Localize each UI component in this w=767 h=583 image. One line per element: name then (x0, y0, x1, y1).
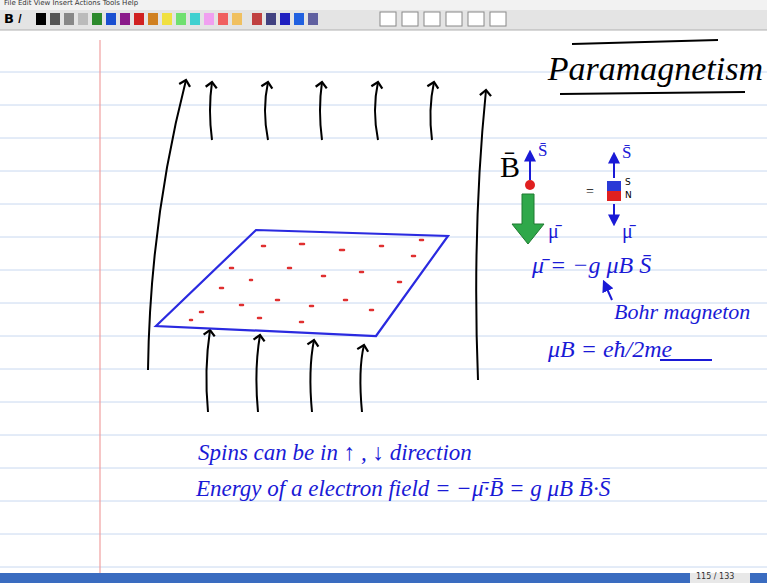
bohr-formula: μB = eħ/2me (548, 336, 672, 362)
equal-sign: = (586, 184, 594, 199)
moment-symbol: μ̄ (548, 220, 559, 242)
slide-title: Paramagnetism (548, 50, 763, 87)
italic-button: I (18, 12, 22, 26)
energy-equation: Energy of a electron field = −μ̄·B̄ = g … (196, 476, 610, 501)
spin-symbol: S̄ (538, 142, 547, 161)
spin-symbol: S̄ (622, 144, 631, 163)
moment-symbol: μ̄ (622, 220, 633, 242)
bohr-note: Bohr magneton (614, 300, 750, 324)
moment-equation: μ̄ = −g μB S̄ (532, 252, 651, 278)
bold-button: B (4, 12, 14, 26)
page-counter: 115 / 133 (696, 573, 734, 582)
field-symbol: B̄ (500, 150, 520, 183)
pole-letter: N (625, 191, 632, 201)
pole-letter: S (625, 178, 631, 188)
spin-note: Spins can be in ↑ , ↓ direction (198, 440, 472, 465)
menu-bar: File Edit View Insert Actions Tools Help (4, 0, 138, 8)
